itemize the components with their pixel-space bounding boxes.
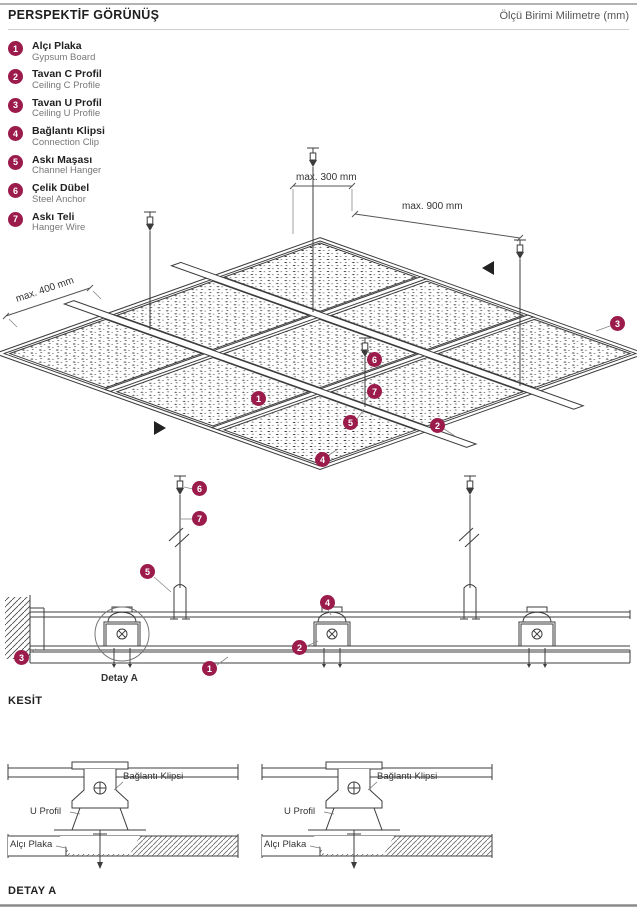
- legend-label-tr: Tavan C Profil: [32, 68, 102, 81]
- legend-badge: 1: [8, 41, 23, 56]
- legend-label-en: Steel Anchor: [32, 193, 86, 205]
- perspective-view: [0, 147, 637, 485]
- legend-label-en: Connection Clip: [32, 136, 100, 148]
- hanger-assembly-section: [168, 475, 190, 620]
- section-title: KESİT: [8, 695, 43, 707]
- direction-arrow: [154, 421, 166, 435]
- detail-a-marker-circle: [94, 606, 150, 662]
- detail-label-clip: Bağlantı Klipsi: [377, 771, 438, 782]
- hanger-assembly: [306, 147, 320, 312]
- unit-note: Ölçü Birimi Milimetre (mm): [499, 10, 629, 22]
- dimension-label-400: max. 400 mm: [14, 275, 75, 305]
- detail-label-u-profile: U Profil: [284, 806, 316, 817]
- section-callout-badge-1: 1: [202, 661, 217, 676]
- detail-label-board: Alçı Plaka: [264, 839, 307, 850]
- legend-label-tr: Çelik Dübel: [32, 182, 90, 195]
- callout-badge-6: 6: [367, 352, 382, 367]
- legend-label-tr: Askı Maşası: [32, 153, 93, 166]
- legend-label-tr: Askı Teli: [32, 210, 75, 223]
- legend-badge: 2: [8, 69, 23, 85]
- section-view: [5, 475, 631, 669]
- section-callout-badge-4: 4: [320, 595, 335, 610]
- callout-badge-2: 2: [430, 418, 445, 433]
- section-callout-badge-6: 6: [192, 481, 207, 496]
- legend-badge: 7: [8, 211, 23, 227]
- legend-label-tr: Bağlantı Klipsi: [32, 125, 105, 138]
- legend-badge: 3: [8, 97, 23, 113]
- dimension-label-900: max. 900 mm: [402, 201, 463, 212]
- iso-ceiling-grid: [0, 225, 637, 484]
- legend-label-en: Ceiling U Profile: [32, 108, 101, 120]
- detail-label-clip: Bağlantı Klipsi: [123, 771, 184, 782]
- detail-title: DETAY A: [8, 885, 57, 897]
- legend-badge: 6: [8, 183, 23, 199]
- section-callout-badge-7: 7: [192, 511, 207, 526]
- callout-badge-7: 7: [367, 384, 382, 399]
- legend-label-tr: Tavan U Profil: [32, 96, 102, 109]
- hanger-assembly-section: [458, 475, 480, 620]
- direction-arrow: [482, 261, 494, 275]
- c-profile-section: [506, 606, 568, 669]
- hanger-assembly: [358, 337, 372, 407]
- detail-label-board: Alçı Plaka: [10, 839, 53, 850]
- section-callout-badge-3: 3: [14, 650, 29, 665]
- callout-badge-5: 5: [343, 415, 358, 430]
- legend-badge: 5: [8, 154, 23, 170]
- page-rules: [0, 3, 637, 907]
- section-callout-leaders: [28, 486, 332, 666]
- legend-label-en: Ceiling C Profile: [32, 80, 101, 92]
- section-callout-badge-2: 2: [292, 640, 307, 655]
- page-title: PERSPEKTİF GÖRÜNÜŞ: [8, 8, 160, 22]
- legend-label-en: Channel Hanger: [32, 165, 102, 177]
- section-callout-badge-5: 5: [140, 564, 155, 579]
- detail-a-reference-label: Detay A: [101, 673, 138, 684]
- legend-label-en: Gypsum Board: [32, 51, 96, 63]
- c-profile-section: [91, 606, 153, 669]
- legend-badge: 4: [8, 126, 23, 142]
- legend-label-en: Hanger Wire: [32, 222, 86, 234]
- legend-label-tr: Alçı Plaka: [32, 40, 82, 52]
- wall-hatch: [5, 597, 30, 659]
- hanger-assembly: [143, 211, 157, 330]
- detail-label-u-profile: U Profil: [30, 806, 62, 817]
- hanger-assembly: [513, 239, 527, 386]
- dimension-label-300: max. 300 mm: [296, 172, 357, 183]
- callout-badge-1: 1: [251, 391, 266, 406]
- c-profile-section: [301, 606, 363, 669]
- callout-badge-3: 3: [610, 316, 625, 331]
- callout-badge-4: 4: [315, 452, 330, 467]
